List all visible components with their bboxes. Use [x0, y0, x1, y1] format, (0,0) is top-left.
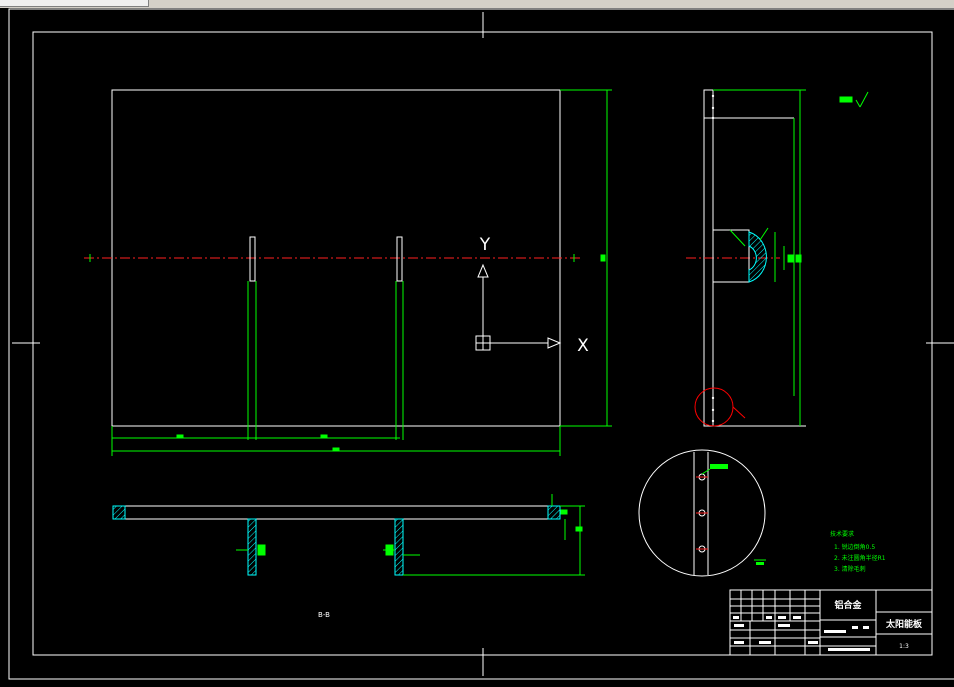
tech-note-1: 1. 锐边倒角0.5 — [834, 543, 875, 551]
cad-drawing-canvas[interactable]: Y X B-B — [0, 8, 954, 687]
tech-notes: 技术要求 1. 锐边倒角0.5 2. 未注圆角半径R1 3. 清除毛刺 — [830, 530, 886, 573]
roughness-symbol — [839, 91, 869, 108]
tech-note-3: 3. 清除毛刺 — [834, 565, 866, 573]
title-block-scale: 1:3 — [899, 643, 909, 650]
title-block — [729, 589, 933, 656]
title-block-material: 铝合金 — [834, 599, 862, 611]
section-view — [112, 494, 585, 576]
side-view — [686, 89, 806, 427]
axis-y-label: Y — [479, 235, 491, 255]
section-label: B-B — [318, 611, 330, 619]
tech-note-2: 2. 未注圆角半径R1 — [834, 554, 886, 562]
window-top-strip — [0, 0, 954, 8]
title-block-part-name: 太阳能板 — [885, 618, 923, 630]
detail-view — [638, 449, 766, 577]
rib-left — [249, 236, 256, 282]
drawing-frame — [8, 8, 954, 680]
window-tab[interactable] — [0, 0, 149, 7]
detail-callout-circle — [694, 387, 734, 427]
rib-right — [396, 236, 403, 282]
front-view-dimensions — [89, 89, 612, 456]
ucs-axes-icon — [475, 263, 562, 351]
front-view — [84, 89, 612, 456]
tech-notes-title: 技术要求 — [830, 530, 854, 538]
axis-x-label: X — [577, 336, 589, 356]
